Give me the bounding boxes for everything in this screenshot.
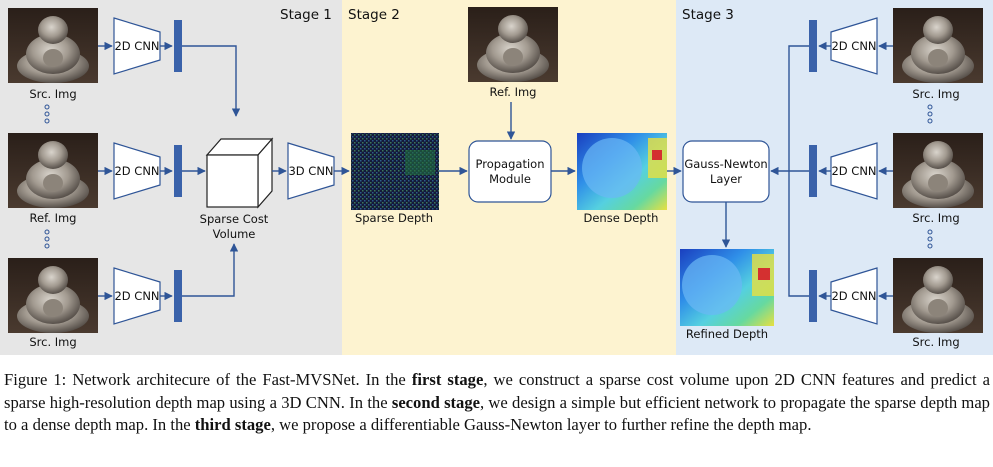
src-img-label-top: Src. Img (29, 87, 76, 101)
ellipsis-dots-right-top (927, 104, 933, 124)
src-img-label-right-middle: Src. Img (912, 211, 959, 225)
svg-text:2D CNN: 2D CNN (114, 289, 159, 303)
feature-bar-right-top (809, 20, 817, 72)
caption-third-stage: third stage (194, 415, 271, 434)
svg-text:3D CNN: 3D CNN (288, 164, 333, 178)
src-img-label-bottom: Src. Img (29, 335, 76, 349)
caption-text-2: , we construct a sparse cost volume upon… (4, 370, 991, 412)
src-image-right-middle (893, 133, 983, 208)
ellipsis-dots-right-bottom (927, 229, 933, 249)
src-image-right-bottom (893, 258, 983, 333)
caption-second-stage: second stage (391, 392, 481, 412)
feature-bar-right-bottom (809, 270, 817, 322)
caption-text-1: Figure 1: Network architecure of the Fas… (4, 370, 412, 389)
ellipsis-dots-left-bottom (44, 229, 50, 249)
cnn3d-block: 3D CNN (287, 142, 335, 200)
ellipsis-dots-left-top (44, 104, 50, 124)
svg-text:2D CNN: 2D CNN (114, 39, 159, 53)
cnn2d-block-bottom: 2D CNN (113, 267, 161, 325)
svg-text:2D CNN: 2D CNN (831, 289, 876, 303)
cnn2d-block-middle: 2D CNN (113, 142, 161, 200)
svg-text:2D CNN: 2D CNN (831, 164, 876, 178)
src-img-label-right-bottom: Src. Img (912, 335, 959, 349)
feature-bar-middle (174, 145, 182, 197)
figure-caption: Figure 1: Network architecure of the Fas… (4, 369, 990, 437)
refined-depth-map (680, 249, 774, 326)
architecture-diagram: Stage 1 Stage 2 Stage 3 Src. Img Ref. Im… (0, 0, 993, 355)
dense-depth-map (577, 133, 667, 210)
src-image-bottom (8, 258, 98, 333)
feature-bar-right-middle (809, 145, 817, 197)
cnn2d-block-right-top: 2D CNN (830, 17, 878, 75)
feature-bar-bottom (174, 270, 182, 322)
cnn2d-block-right-middle: 2D CNN (830, 142, 878, 200)
caption-text-4: , we propose a differentiable Gauss-Newt… (270, 415, 812, 434)
stage3-title: Stage 3 (682, 7, 734, 23)
svg-text:2D CNN: 2D CNN (114, 164, 159, 178)
svg-text:2D CNN: 2D CNN (831, 39, 876, 53)
gauss-newton-label-line1: Gauss-Newton (684, 157, 767, 171)
ref-image-left (8, 133, 98, 208)
sparse-cost-volume-label-line1: Sparse Cost (200, 212, 269, 226)
stage2-title: Stage 2 (348, 7, 400, 23)
stage1-title: Stage 1 (280, 7, 332, 23)
src-image-right-top (893, 8, 983, 83)
propagation-module-label-line1: Propagation (476, 157, 545, 171)
src-img-label-right-top: Src. Img (912, 87, 959, 101)
cnn2d-block-right-bottom: 2D CNN (830, 267, 878, 325)
propagation-module-label-line2: Module (489, 172, 531, 186)
dense-depth-label: Dense Depth (584, 211, 659, 225)
src-image-top (8, 8, 98, 83)
ref-img-label-left: Ref. Img (30, 211, 77, 225)
ref-img-label-center: Ref. Img (490, 85, 537, 99)
gauss-newton-label-line2: Layer (710, 172, 742, 186)
cnn2d-block-top: 2D CNN (113, 17, 161, 75)
ref-image-center (468, 7, 558, 82)
feature-bar-top (174, 20, 182, 72)
caption-text-3: , we design a simple but efficient netwo… (4, 392, 990, 435)
sparse-depth-label: Sparse Depth (355, 211, 433, 225)
refined-depth-label: Refined Depth (686, 327, 768, 341)
sparse-cost-volume-cube (205, 137, 274, 209)
sparse-cost-volume-label-line2: Volume (213, 227, 256, 241)
caption-first-stage: first stage (411, 370, 484, 389)
